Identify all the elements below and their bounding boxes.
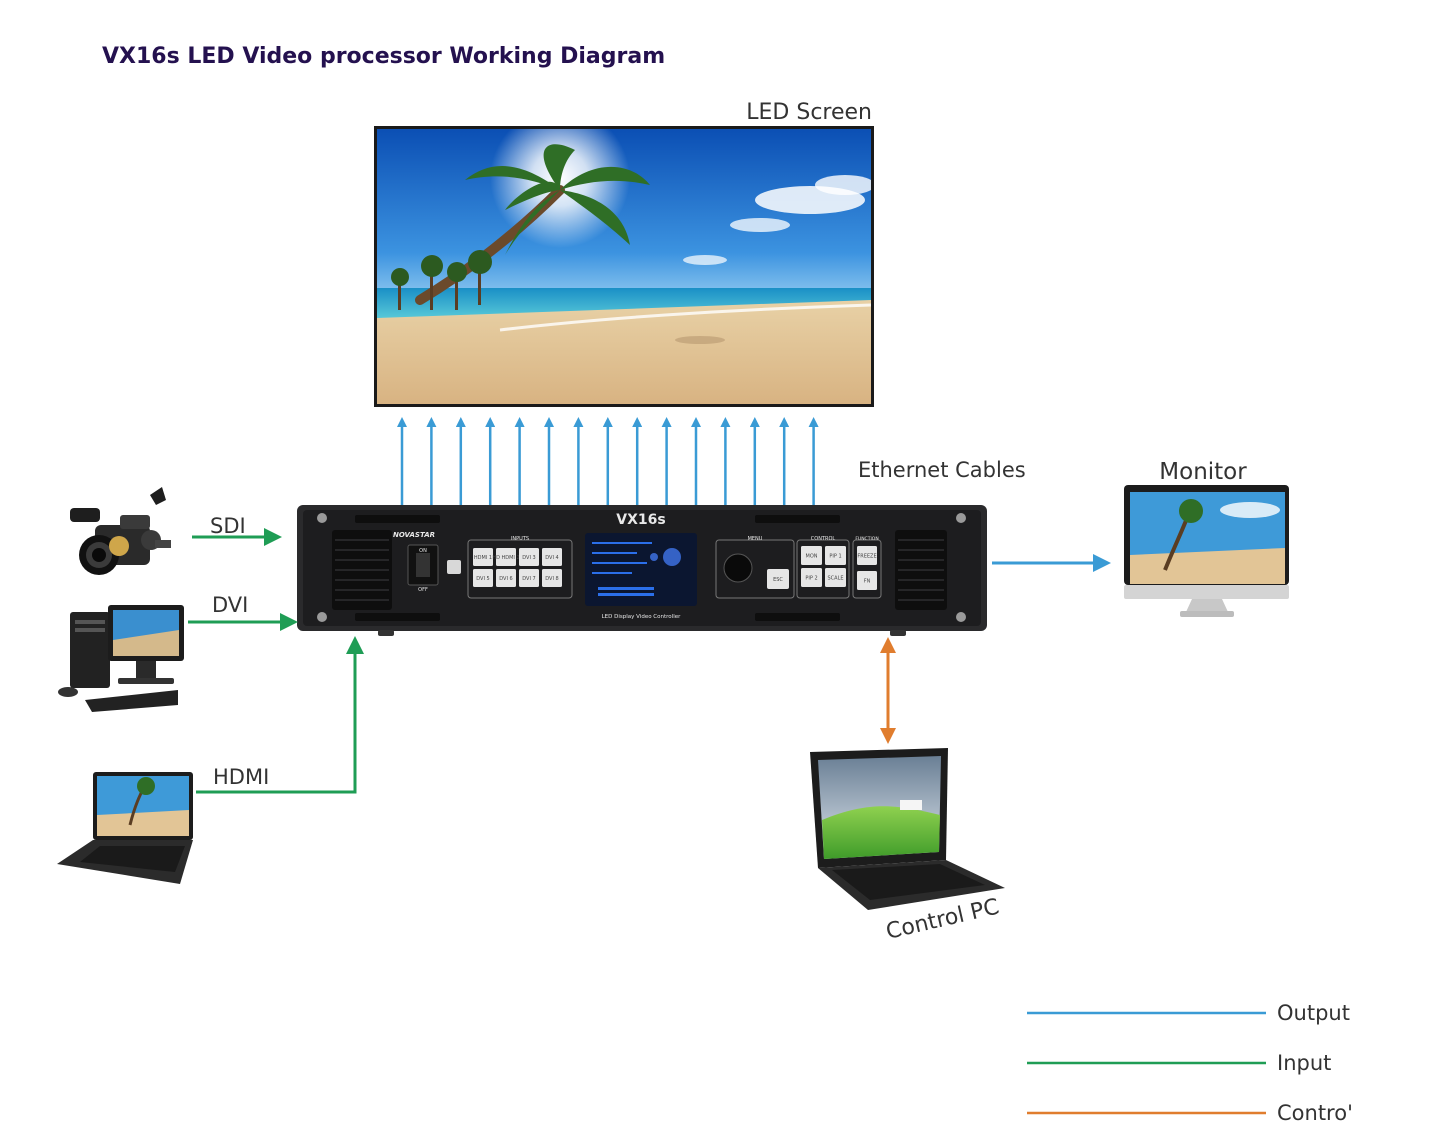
input-button[interactable]: DVI 7 — [519, 569, 539, 587]
control-button-label: PIP 2 — [805, 576, 817, 582]
control-button[interactable]: MON — [801, 546, 822, 565]
control-button[interactable]: PIP 2 — [801, 568, 822, 587]
control-button[interactable]: PIP 1 — [825, 546, 846, 565]
function-button[interactable]: FN — [857, 571, 877, 590]
led-screen-label: LED Screen — [746, 100, 872, 125]
inputs-panel — [467, 539, 573, 599]
monitor-label: Monitor — [1159, 459, 1247, 485]
svg-text:OFF: OFF — [418, 587, 428, 593]
input-button[interactable]: DVI 8 — [542, 569, 562, 587]
control-button[interactable]: SCALE — [825, 568, 846, 587]
legend-label: Output — [1277, 1001, 1350, 1025]
svg-text:CONTROL: CONTROL — [811, 536, 836, 542]
screw-icon — [317, 612, 327, 622]
video-camera-icon — [70, 487, 171, 575]
input-button[interactable]: HDMI 1 — [473, 548, 493, 566]
input-button-label: HDMI 1 — [474, 555, 492, 561]
page-title: VX16s LED Video processor Working Diagra… — [102, 44, 666, 69]
esc-button[interactable] — [767, 569, 789, 589]
sdi-label: SDI — [210, 514, 246, 538]
control-panel — [796, 539, 850, 599]
input-button-label: DVI 3 — [522, 555, 535, 561]
input-button-label: DVI 6 — [499, 576, 512, 582]
device-model: VX16s — [616, 512, 665, 528]
function-button-label: FREEZE — [857, 554, 876, 560]
laptop-icon — [57, 772, 193, 884]
input-button[interactable]: DVI 3 — [519, 548, 539, 566]
ethernet-arrows — [397, 417, 819, 505]
legend-label: Contro' — [1277, 1101, 1353, 1125]
monitor-icon — [1124, 485, 1289, 617]
brand-logo: NOVASTAR — [393, 531, 435, 539]
control-buttons: MON PIP 1 PIP 2 SCALE — [801, 546, 846, 587]
usb-port-icon — [447, 560, 461, 574]
menu-panel — [715, 539, 795, 599]
screw-icon — [956, 513, 966, 523]
screw-icon — [956, 612, 966, 622]
input-button[interactable]: DVI 6 — [496, 569, 516, 587]
svg-text:FUNCTION: FUNCTION — [855, 536, 878, 542]
dvi-label: DVI — [212, 593, 248, 617]
input-button-label: DVI 7 — [522, 576, 535, 582]
device-caption: LED Display Video Controller — [602, 614, 681, 620]
svg-text:MENU: MENU — [748, 536, 763, 542]
svg-text:INPUTS: INPUTS — [511, 536, 529, 542]
control-button-label: PIP 1 — [829, 554, 841, 560]
legend-item: Input — [1027, 1051, 1331, 1075]
input-button[interactable]: DVI 5 — [473, 569, 493, 587]
function-button[interactable]: FREEZE — [857, 546, 877, 565]
legend-item: Output — [1027, 1001, 1350, 1025]
svg-text:ESC: ESC — [773, 577, 783, 583]
control-button-label: MON — [806, 554, 818, 560]
input-arrows — [188, 528, 364, 794]
input-button-label: DVI 4 — [545, 555, 558, 561]
ethernet-cables-label: Ethernet Cables — [858, 458, 1026, 482]
control-button-label: SCALE — [827, 576, 843, 582]
menu-knob-icon[interactable] — [723, 553, 753, 583]
desktop-pc-icon — [58, 605, 184, 712]
led-screen: LED Screen — [374, 100, 874, 407]
function-button-label: FN — [864, 579, 871, 585]
legend-label: Input — [1277, 1051, 1331, 1075]
hdmi-label: HDMI — [213, 765, 269, 789]
input-button[interactable]: HD HDMI 2 — [492, 548, 520, 566]
power-switch[interactable]: ON OFF — [407, 544, 439, 593]
beach-image — [377, 129, 871, 404]
input-button-label: DVI 5 — [476, 576, 489, 582]
svg-text:ON: ON — [419, 548, 427, 554]
function-panel — [852, 539, 882, 599]
input-button-label: DVI 8 — [545, 576, 558, 582]
screw-icon — [317, 513, 327, 523]
control-pc-icon — [810, 748, 1005, 910]
vent-slats — [335, 539, 944, 601]
hdmi-arrow — [196, 636, 364, 794]
input-button-label: HD HDMI 2 — [492, 555, 519, 561]
legend-item: Contro' — [1027, 1101, 1353, 1125]
input-button[interactable]: DVI 4 — [542, 548, 562, 566]
function-buttons: FREEZE FN — [857, 546, 877, 590]
